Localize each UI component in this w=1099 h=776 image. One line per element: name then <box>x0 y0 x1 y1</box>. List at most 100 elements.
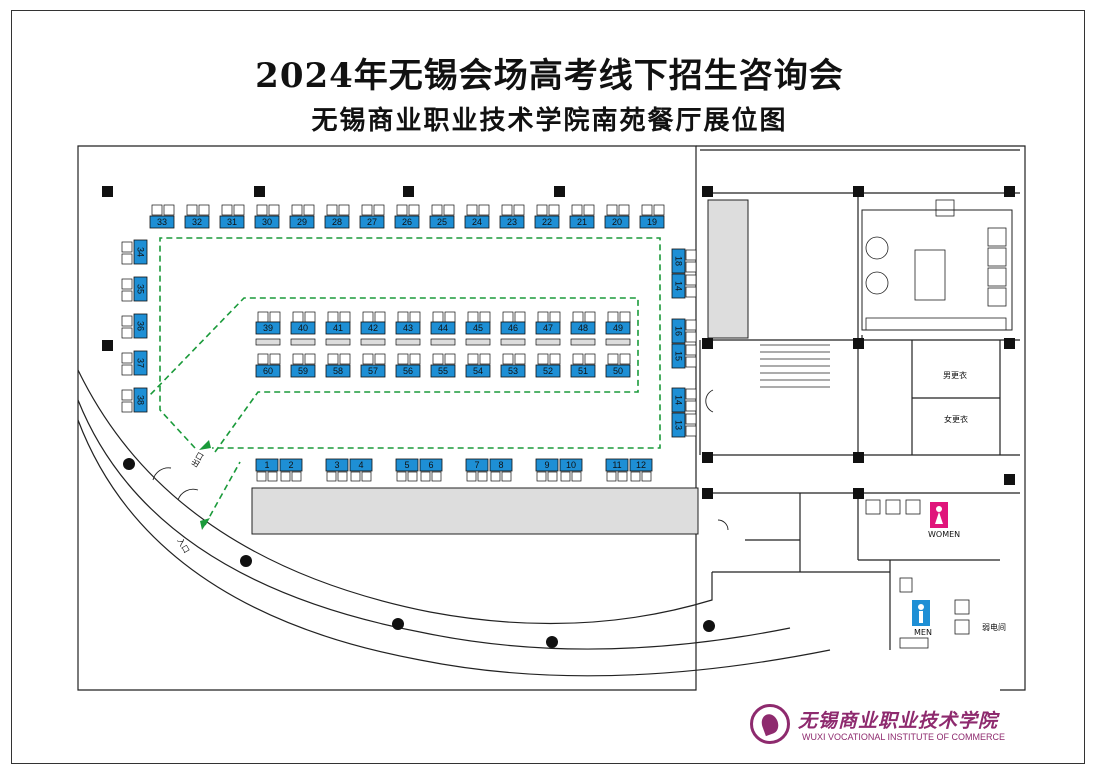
booth-number: 35 <box>136 284 146 294</box>
booth-16-r2[interactable]: 16 <box>671 318 686 344</box>
booth-15-r3[interactable]: 15 <box>671 343 686 369</box>
booth-6[interactable]: 6 <box>419 458 443 472</box>
booth-40[interactable]: 40 <box>290 321 316 335</box>
male-changing-room-label: 男更衣 <box>943 370 967 380</box>
booth-number: 54 <box>473 366 483 376</box>
booth-42[interactable]: 42 <box>360 321 386 335</box>
booth-number: 18 <box>674 256 684 266</box>
booth-18-r0[interactable]: 18 <box>671 248 686 274</box>
booth-33[interactable]: 33 <box>149 215 175 229</box>
booth-11[interactable]: 11 <box>605 458 629 472</box>
booth-25[interactable]: 25 <box>429 215 455 229</box>
booth-8[interactable]: 8 <box>489 458 513 472</box>
booth-50[interactable]: 50 <box>605 364 631 378</box>
booth-13-r5[interactable]: 13 <box>671 412 686 438</box>
booth-number: 10 <box>566 460 576 470</box>
booth-number: 40 <box>298 323 308 333</box>
booth-number: 30 <box>262 217 272 227</box>
booth-31[interactable]: 31 <box>219 215 245 229</box>
booth-1[interactable]: 1 <box>255 458 279 472</box>
booth-20[interactable]: 20 <box>604 215 630 229</box>
booth-number: 34 <box>136 247 146 257</box>
booth-23[interactable]: 23 <box>499 215 525 229</box>
booth-3[interactable]: 3 <box>325 458 349 472</box>
booth-number: 26 <box>402 217 412 227</box>
booth-58[interactable]: 58 <box>325 364 351 378</box>
exit-label: 出口 <box>189 450 206 469</box>
booth-number: 47 <box>543 323 553 333</box>
booth-26[interactable]: 26 <box>394 215 420 229</box>
booth-number: 14 <box>674 395 684 405</box>
booth-14-r1[interactable]: 14 <box>671 273 686 299</box>
college-name-en: WUXI VOCATIONAL INSTITUTE OF COMMERCE <box>802 732 1006 742</box>
booth-number: 19 <box>647 217 657 227</box>
booth-19[interactable]: 19 <box>639 215 665 229</box>
booth-60[interactable]: 60 <box>255 364 281 378</box>
booth-32[interactable]: 32 <box>184 215 210 229</box>
booth-number: 43 <box>403 323 413 333</box>
booth-14-r4[interactable]: 14 <box>671 387 686 413</box>
booth-51[interactable]: 51 <box>570 364 596 378</box>
booth-34[interactable]: 34 <box>133 239 148 265</box>
booth-36[interactable]: 36 <box>133 313 148 339</box>
booth-number: 14 <box>674 281 684 291</box>
college-name-cn: 无锡商业职业技术学院 <box>798 710 999 732</box>
entrance-label: 入口 <box>175 537 191 555</box>
booth-49[interactable]: 49 <box>605 321 631 335</box>
booth-number: 25 <box>437 217 447 227</box>
booth-number: 16 <box>674 326 684 336</box>
booth-37[interactable]: 37 <box>133 350 148 376</box>
booth-39[interactable]: 39 <box>255 321 281 335</box>
page-subtitle: 无锡商业职业技术学院南苑餐厅展位图 <box>311 106 788 136</box>
booth-9[interactable]: 9 <box>535 458 559 472</box>
booth-number: 1 <box>264 460 269 470</box>
booth-number: 3 <box>334 460 339 470</box>
booth-number: 9 <box>544 460 549 470</box>
booth-43[interactable]: 43 <box>395 321 421 335</box>
booth-number: 27 <box>367 217 377 227</box>
booth-56[interactable]: 56 <box>395 364 421 378</box>
stage-area <box>251 487 699 535</box>
booth-22[interactable]: 22 <box>534 215 560 229</box>
booth-53[interactable]: 53 <box>500 364 526 378</box>
booth-5[interactable]: 5 <box>395 458 419 472</box>
booth-29[interactable]: 29 <box>289 215 315 229</box>
booth-number: 49 <box>613 323 623 333</box>
men-label: MEN <box>914 628 932 637</box>
booth-4[interactable]: 4 <box>349 458 373 472</box>
booth-35[interactable]: 35 <box>133 276 148 302</box>
booth-number: 2 <box>288 460 293 470</box>
booth-number: 4 <box>358 460 363 470</box>
booth-44[interactable]: 44 <box>430 321 456 335</box>
booth-45[interactable]: 45 <box>465 321 491 335</box>
booth-48[interactable]: 48 <box>570 321 596 335</box>
booth-12[interactable]: 12 <box>629 458 653 472</box>
booth-47[interactable]: 47 <box>535 321 561 335</box>
booth-number: 11 <box>612 460 621 470</box>
booth-30[interactable]: 30 <box>254 215 280 229</box>
page-title: 2024年无锡会场高考线下招生咨询会 <box>255 56 844 96</box>
map-frame <box>11 10 1085 764</box>
booth-28[interactable]: 28 <box>324 215 350 229</box>
booth-2[interactable]: 2 <box>279 458 303 472</box>
booth-10[interactable]: 10 <box>559 458 583 472</box>
booth-7[interactable]: 7 <box>465 458 489 472</box>
booth-27[interactable]: 27 <box>359 215 385 229</box>
booth-55[interactable]: 55 <box>430 364 456 378</box>
booth-number: 8 <box>498 460 503 470</box>
booth-24[interactable]: 24 <box>464 215 490 229</box>
booth-38[interactable]: 38 <box>133 387 148 413</box>
booth-54[interactable]: 54 <box>465 364 491 378</box>
booth-number: 38 <box>136 395 146 405</box>
booth-46[interactable]: 46 <box>500 321 526 335</box>
college-emblem-icon <box>750 704 790 744</box>
booth-number: 20 <box>612 217 622 227</box>
booth-41[interactable]: 41 <box>325 321 351 335</box>
booth-57[interactable]: 57 <box>360 364 386 378</box>
booth-52[interactable]: 52 <box>535 364 561 378</box>
booth-number: 32 <box>192 217 202 227</box>
booth-21[interactable]: 21 <box>569 215 595 229</box>
booth-59[interactable]: 59 <box>290 364 316 378</box>
